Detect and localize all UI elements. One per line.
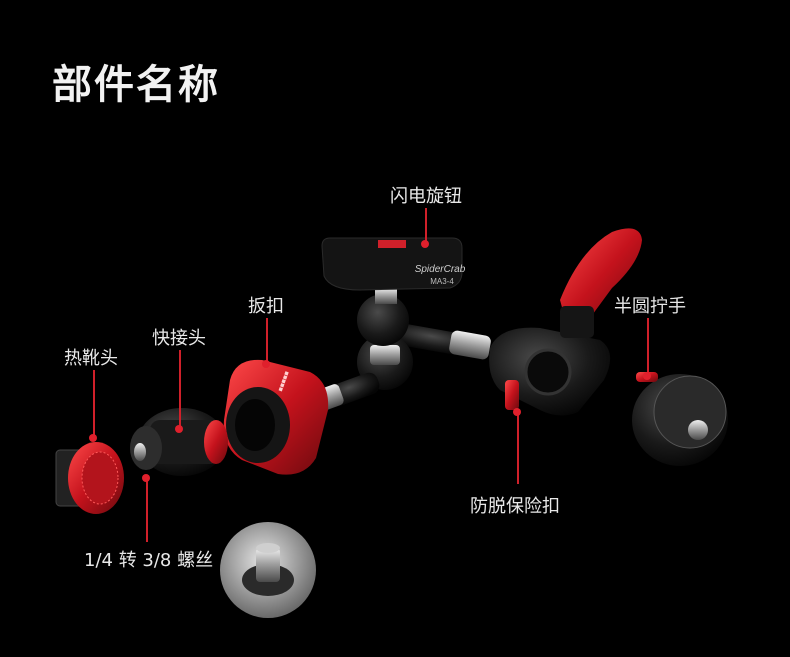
label-half-round-handle: 半圆拧手 (614, 296, 686, 317)
quick-connect-dot (175, 425, 183, 433)
half-round-handle-leader (647, 318, 649, 374)
quick-connector-part (130, 408, 228, 476)
half-round-handle-dot (643, 372, 651, 380)
flash-knob-leader (425, 208, 427, 244)
model-text: MA3-4 (430, 277, 454, 286)
label-hot-shoe: 热靴头 (64, 348, 118, 369)
red-clamp-part: ■■■■■ (223, 359, 329, 475)
safety-lock-leader (517, 412, 519, 484)
hot-shoe-part (55, 442, 124, 514)
half-round-handle-part (632, 372, 728, 466)
screw-adapter-dot (142, 474, 150, 482)
hot-shoe-leader (93, 370, 95, 438)
page-title: 部件名称 (52, 62, 220, 108)
screw-adapter-leader (146, 478, 148, 542)
flash-knob-part: SpiderCrab MA3-4 (321, 237, 466, 291)
label-screw-adapter: 1/4 转 3/8 螺丝 (84, 550, 214, 571)
clamp-leader (266, 318, 268, 364)
screw-inset (220, 522, 316, 618)
label-flash-knob: 闪电旋钮 (390, 186, 462, 207)
flash-knob-dot (421, 240, 429, 248)
label-quick-connect: 快接头 (152, 328, 206, 349)
label-clamp: 扳扣 (248, 296, 284, 317)
clamp-dot (262, 360, 270, 368)
safety-lock-dot (513, 408, 521, 416)
brand-text: SpiderCrab (415, 264, 466, 275)
articulating-arm (307, 288, 491, 414)
hot-shoe-dot (89, 434, 97, 442)
quick-connect-leader (179, 350, 181, 428)
label-safety-lock: 防脱保险扣 (470, 496, 560, 517)
right-clamp-part (489, 228, 642, 416)
